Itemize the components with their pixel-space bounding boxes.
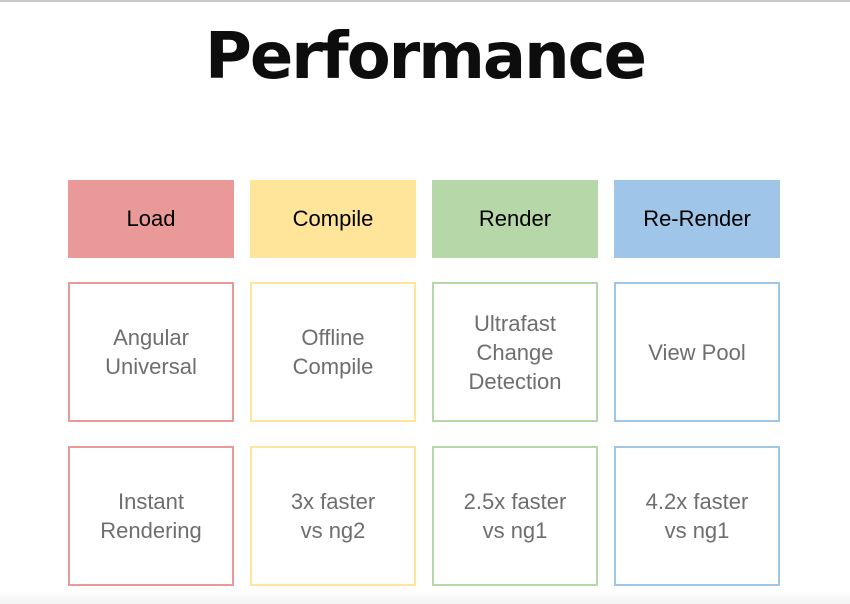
header-cell-compile: Compile [250,180,416,258]
slide-title: Performance [204,20,647,94]
bottom-edge-shadow [0,590,850,604]
cell-ultrafast-change-detection: Ultrafast Change Detection [432,282,598,422]
header-cell-load: Load [68,180,234,258]
performance-grid: Load Compile Render Re-Render Angular Un… [68,180,780,586]
top-border-line [0,0,850,2]
header-cell-render: Render [432,180,598,258]
header-cell-re-render: Re-Render [614,180,780,258]
cell-2-5x-faster-vs-ng1: 2.5x faster vs ng1 [432,446,598,586]
cell-instant-rendering: Instant Rendering [68,446,234,586]
cell-offline-compile: Offline Compile [250,282,416,422]
cell-angular-universal: Angular Universal [68,282,234,422]
cell-view-pool: View Pool [614,282,780,422]
cell-4-2x-faster-vs-ng1: 4.2x faster vs ng1 [614,446,780,586]
cell-3x-faster-vs-ng2: 3x faster vs ng2 [250,446,416,586]
